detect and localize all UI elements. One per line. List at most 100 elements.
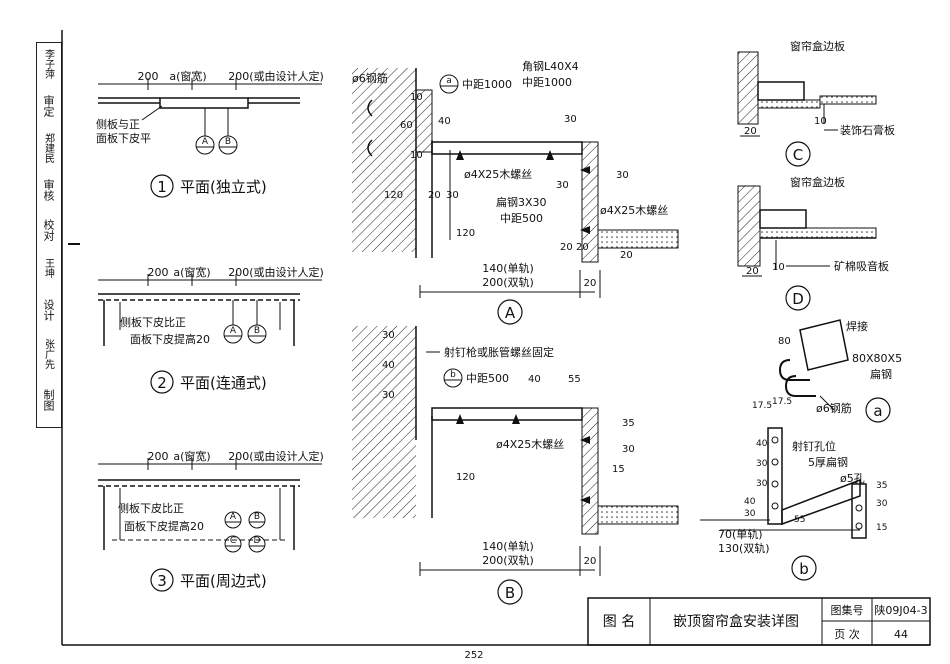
detail-a-dim-15: 20	[584, 278, 597, 289]
page-number: 252	[464, 650, 483, 661]
detail-a-spacing-2: 中距1000	[462, 78, 512, 91]
plan-1-marker-b: B	[225, 137, 231, 147]
detail-a-angle: 角钢L40X4	[522, 60, 579, 73]
detail-small-b-dim-5: 30	[744, 509, 756, 519]
plan-3-marker-a: A	[230, 512, 237, 522]
detail-b-dim-4: 40	[528, 374, 541, 385]
plan-3	[98, 458, 322, 553]
detail-small-a-weld: 焊接	[846, 319, 868, 333]
detail-c-gypsum: 装饰石膏板	[840, 123, 895, 137]
sidebar-role-1: 审定	[42, 95, 55, 117]
sidebar-role-3: 校对	[42, 219, 55, 241]
detail-a-dim-7: 20	[428, 190, 441, 201]
detail-small-b-label: b	[799, 560, 809, 578]
detail-small-b-dim-1: 40	[756, 439, 768, 449]
plan-3-marker-c: C	[230, 536, 236, 546]
detail-b-dim-6: 35	[622, 418, 635, 429]
detail-b-dim-8: 30	[622, 444, 635, 455]
plan-1-title: 平面(独立式)	[180, 178, 267, 196]
plan-3-title: 平面(周边式)	[180, 572, 267, 590]
title-block	[587, 597, 931, 646]
detail-a-dim-9: 30	[616, 170, 629, 181]
detail-a-dim-2: 60	[400, 120, 413, 131]
detail-a-dim-13: 20	[576, 242, 589, 253]
detail-small-a-rebar: ø6钢筋	[816, 401, 852, 415]
detail-b-dim-double: 200(双轨)	[482, 553, 534, 567]
detail-small-b-plate: 5厚扁钢	[808, 456, 848, 469]
detail-b-dim-10: 20	[584, 556, 597, 567]
detail-c-edge-board: 窗帘盒边板	[790, 39, 845, 53]
detail-small-b-dim-9: 35	[876, 481, 887, 491]
plan-1	[98, 78, 322, 155]
detail-small-a-dim-1: 80	[778, 336, 791, 347]
detail-small-b-dim-6: 55	[794, 515, 805, 525]
detail-small-a-dim-2: 17.5	[752, 401, 772, 411]
detail-a-screw-2: ø4X25木螺丝	[600, 204, 668, 217]
sidebar-name-2: 郑建民	[42, 133, 54, 163]
detail-b-dim-1: 30	[382, 330, 395, 341]
plan-1-dim-2: a(窗宽)	[169, 69, 206, 83]
detail-c-label: C	[793, 146, 803, 164]
detail-small-a-steel: 扁钢	[870, 368, 892, 381]
plan-1-note-2: 面板下皮平	[96, 131, 151, 145]
detail-a-screw-1: ø4X25木螺丝	[464, 168, 532, 181]
plan-2	[98, 274, 322, 346]
plan-3-dim-1: 200	[148, 450, 169, 463]
detail-a-rebar: ø6钢筋	[352, 71, 388, 85]
detail-a-flat-steel: 扁钢3X30	[496, 196, 547, 209]
title-block-page-value: 44	[894, 628, 908, 641]
detail-a-dim-10: 120	[456, 228, 475, 239]
sidebar-name-4: 张广先	[42, 339, 54, 369]
sidebar-role-2: 审核	[42, 179, 55, 201]
detail-b-dim-7: 15	[612, 464, 625, 475]
plan-3-note-2: 面板下皮提高20	[124, 519, 204, 533]
detail-d-mineral-wool: 矿棉吸音板	[834, 259, 889, 273]
detail-b-label: B	[505, 584, 515, 602]
detail-b-screw: ø4X25木螺丝	[496, 438, 564, 451]
detail-d-label: D	[792, 290, 804, 308]
detail-a-dim-6: 120	[384, 190, 403, 201]
detail-a-dim-4: 40	[438, 116, 451, 127]
detail-b	[352, 326, 679, 576]
detail-a-dim-8: 30	[446, 190, 459, 201]
detail-a-dim-1: 10	[410, 92, 423, 103]
plan-2-title: 平面(连通式)	[180, 374, 267, 392]
detail-a-dim-12: 20	[560, 242, 573, 253]
plan-3-number: 3	[157, 572, 167, 590]
sidebar-role-5: 制图	[42, 389, 55, 411]
plan-1-number: 1	[157, 178, 167, 196]
detail-small-a-plate: 80X80X5	[852, 352, 902, 365]
title-block-atlas-label: 图集号	[831, 603, 864, 617]
title-block-name-label: 图 名	[603, 614, 635, 630]
detail-b-spacing: 中距500	[466, 372, 509, 385]
title-block-page-label: 页 次	[834, 627, 860, 641]
sidebar-name-1: 李子萍	[42, 49, 54, 79]
plan-3-marker-b: B	[254, 512, 260, 522]
plan-3-note-1: 侧板下皮比正	[118, 501, 184, 515]
title-block-atlas-value: 陕09J04-3	[874, 603, 927, 617]
detail-small-a-dim-3: 17.5	[772, 397, 792, 407]
title-block-title: 嵌顶窗帘盒安装详图	[673, 613, 799, 630]
plan-3-dim-3: 200(或由设计人定)	[228, 449, 324, 463]
detail-b-dim-9: 120	[456, 472, 475, 483]
plan-2-number: 2	[157, 374, 167, 392]
plan-2-marker-a: A	[230, 326, 237, 336]
sidebar-role-4: 设计	[42, 299, 55, 321]
plan-2-dim-1: 200	[148, 266, 169, 279]
plan-1-dim-1: 200	[138, 70, 159, 83]
detail-a-dim-5: 30	[564, 114, 577, 125]
detail-b-fixing: 射钉枪或胀管螺丝固定	[444, 345, 554, 359]
detail-a-dim-double: 200(双轨)	[482, 275, 534, 289]
detail-b-dim-3: 30	[382, 390, 395, 401]
detail-c	[737, 51, 877, 137]
detail-small-b-dim-2: 30	[756, 459, 768, 469]
detail-small-b-dim-3: 30	[756, 479, 768, 489]
plan-2-marker-b: B	[254, 326, 260, 336]
detail-a-dim-14: 20	[620, 250, 633, 261]
detail-small-b-double: 130(双轨)	[718, 541, 770, 555]
detail-b-dim-5: 55	[568, 374, 581, 385]
plan-1-note-1: 侧板与正	[96, 117, 140, 131]
detail-a-dim-11: 30	[556, 180, 569, 191]
